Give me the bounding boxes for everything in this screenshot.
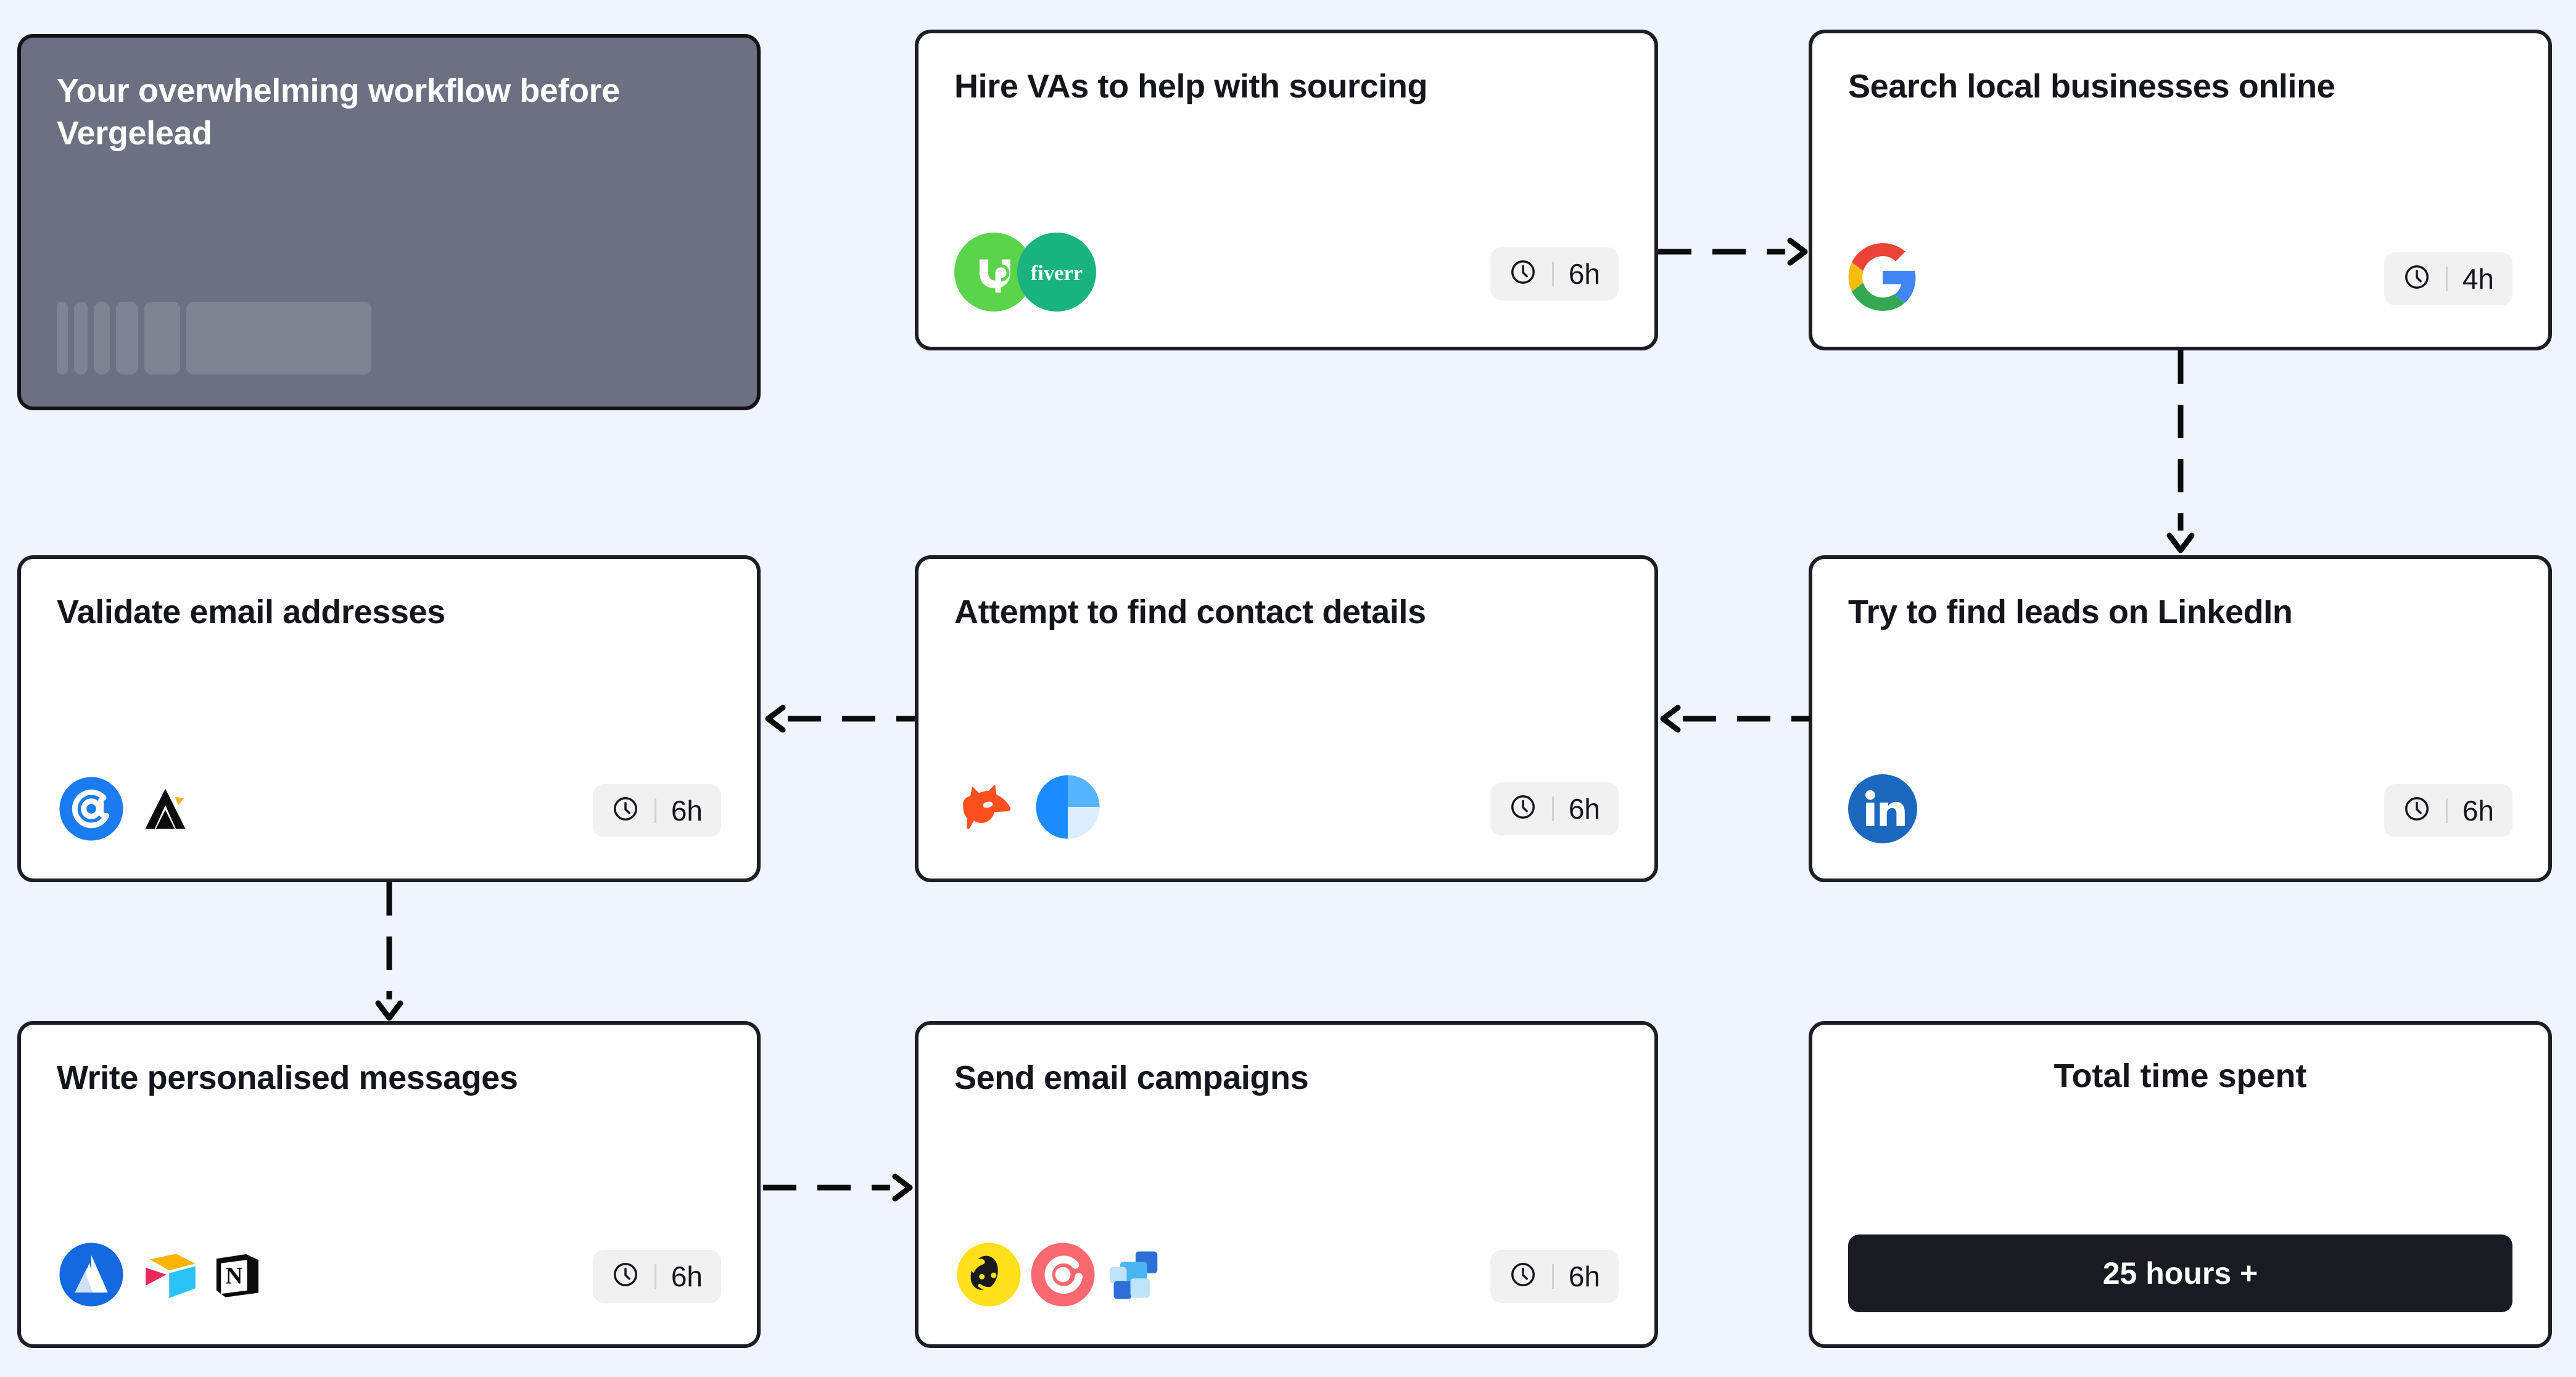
intro-card: Your overwhelming workflow before Vergel… [17,34,761,410]
total-time-value: 25 hours + [2102,1256,2258,1291]
badge-divider [1551,261,1554,286]
step-card-footer: N 6h [57,1240,721,1312]
clock-icon [2403,795,2431,826]
total-time-badge: 25 hours + [1848,1234,2512,1312]
time-badge: 6h [1490,1249,1619,1303]
neverbounce-logo [57,774,126,846]
step-card-linkedin-leads[interactable]: Try to find leads on LinkedIn [1809,555,2552,882]
linkedin-logo [1848,774,1917,846]
clock-icon [1509,1260,1537,1292]
skeleton-bar [116,302,138,374]
logo-row [1848,242,1917,315]
step-card-contact-details[interactable]: Attempt to find contact details [915,555,1658,882]
connector-contact-to-validate [763,700,915,737]
badge-divider [2445,798,2448,823]
skeleton-bar [57,302,68,374]
time-value: 6h [671,1260,703,1292]
badge-divider [1551,1263,1554,1289]
connector-validate-to-messages [371,882,408,1023]
skeleton-bar [74,302,88,374]
fiverr-logo: fiverr [1017,233,1096,315]
step-title: Send email campaigns [954,1059,1309,1096]
convertkit-logo [1028,1240,1097,1312]
connector-search-to-linkedin [2162,350,2199,555]
step-card-footer: 6h [57,774,721,846]
step-card-email-campaigns[interactable]: Send email campaigns [915,1021,1658,1348]
intro-card-title: Your overwhelming workflow before Vergel… [57,72,620,152]
connector-hire-to-search [1658,233,1810,270]
step-card-hire-vas[interactable]: Hire VAs to help with sourcing [915,30,1658,350]
logo-row: fiverr [954,233,1096,315]
step-card-personalised-messages[interactable]: Write personalised messages [17,1021,761,1348]
time-badge: 6h [1490,247,1619,300]
time-value: 6h [1568,1260,1600,1292]
apollo-logo [136,779,195,842]
notion-logo: N [208,1246,265,1306]
step-title: Hire VAs to help with sourcing [954,68,1428,105]
skeleton-bar [94,302,110,374]
skeleton-bar [186,302,371,374]
step-card-search-local[interactable]: Search local businesses online [1809,30,2552,350]
step-title: Write personalised messages [57,1059,518,1096]
connector-messages-to-campaigns [763,1169,915,1206]
clock-icon [1509,793,1537,824]
total-time-card: Total time spent 25 hours + [1809,1021,2552,1348]
hunter-logo [954,771,1027,846]
mailchimp-logo [954,1240,1023,1312]
clock-icon [611,795,640,826]
time-badge: 6h [2384,784,2512,837]
clock-icon [1509,258,1537,289]
badge-divider [2445,266,2448,291]
step-title: Attempt to find contact details [954,593,1426,631]
time-badge: 4h [2384,252,2512,305]
lemlist-logo [1105,1243,1169,1310]
step-card-footer: 4h [1848,242,2512,315]
airtable-logo [133,1240,202,1312]
time-value: 6h [1568,792,1600,825]
time-badge: 6h [592,1249,721,1303]
svg-text:N: N [225,1263,242,1289]
time-value: 6h [1568,257,1600,290]
step-card-footer: fiverr 6h [954,233,1619,315]
step-title: Search local businesses online [1848,68,2335,105]
clearbit-logo [1033,772,1102,845]
time-badge: 6h [1490,782,1619,835]
step-card-footer: 6h [954,1240,1619,1312]
clock-icon [611,1260,640,1292]
total-time-title: Total time spent [2054,1057,2307,1094]
badge-divider [654,1263,656,1289]
step-card-validate-email[interactable]: Validate email addresses [17,555,761,882]
time-value: 6h [2462,794,2494,827]
logo-row [954,771,1102,846]
logo-row [1848,774,1917,846]
upwork-logo [954,233,1033,315]
step-title: Validate email addresses [57,593,445,631]
logo-row [57,774,195,846]
skeleton-bar [144,302,180,374]
google-logo [1848,242,1917,315]
step-title: Try to find leads on LinkedIn [1848,593,2293,631]
connector-linkedin-to-contact [1658,700,1810,737]
svg-text:fiverr: fiverr [1031,262,1083,285]
clock-icon [2403,263,2431,294]
skeleton-placeholder [57,302,721,374]
logo-row: N [57,1240,265,1312]
badge-divider [654,798,656,823]
logo-row [954,1240,1169,1312]
step-card-footer: 6h [954,771,1619,846]
atlassian-logo [57,1240,126,1312]
time-badge: 6h [592,784,721,837]
time-value: 6h [671,794,703,827]
time-value: 4h [2462,262,2494,295]
badge-divider [1551,796,1554,821]
step-card-footer: 6h [1848,774,2512,846]
